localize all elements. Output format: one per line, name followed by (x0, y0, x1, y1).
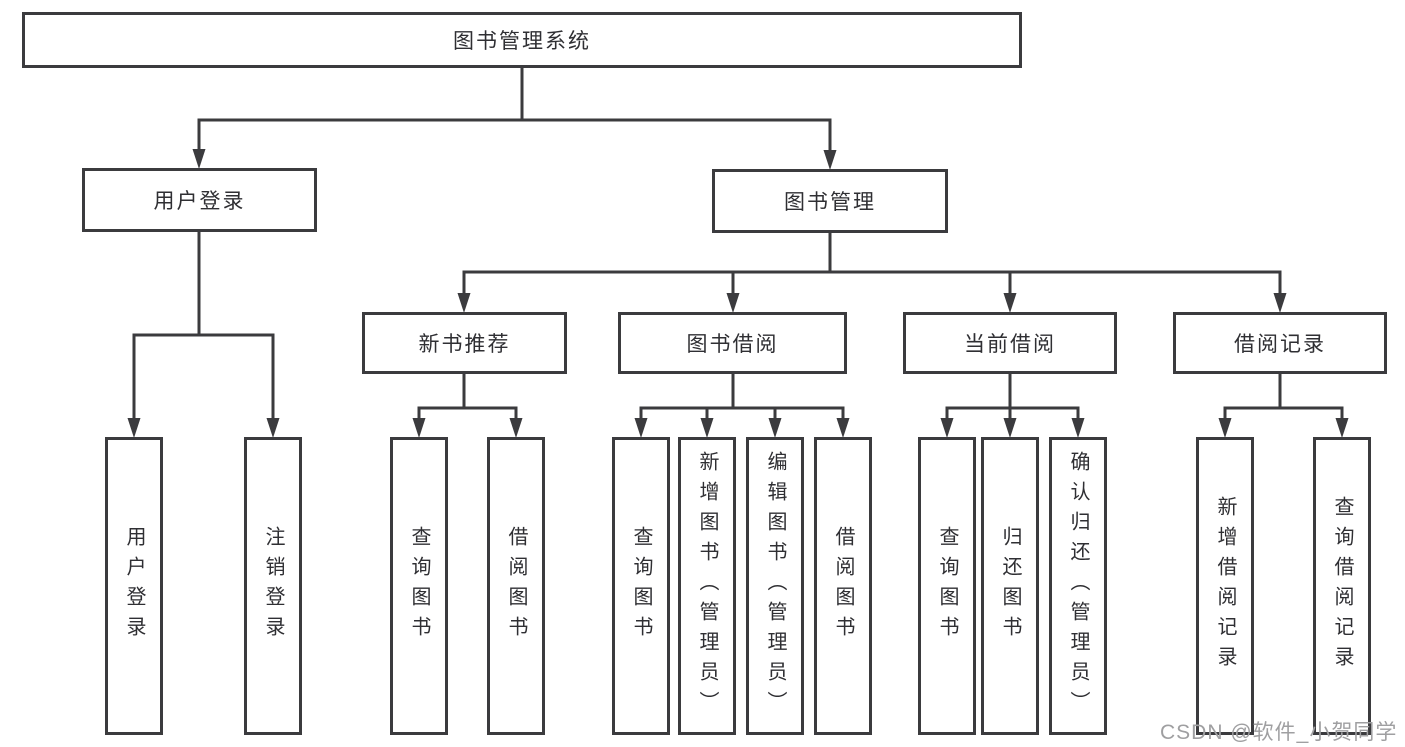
leaf-add-borrow-record-label: 新增借阅记录 (1214, 496, 1236, 676)
arrow-icon (266, 418, 280, 438)
leaf-confirm-return-admin: 确认归还（管理员） (1049, 437, 1107, 735)
leaf-return-books: 归还图书 (981, 437, 1039, 735)
node-new-book-recommend: 新书推荐 (362, 312, 567, 374)
arrow-icon (634, 418, 648, 438)
arrow-icon (1335, 418, 1349, 438)
leaf-borrow-books-label: 借阅图书 (832, 526, 854, 646)
leaf-edit-books-admin-label: 编辑图书（管理员） (764, 451, 786, 721)
arrow-icon (1273, 293, 1287, 313)
node-borrow-records: 借阅记录 (1173, 312, 1387, 374)
node-new-book-recommend-label: 新书推荐 (418, 333, 511, 356)
node-book-borrow: 图书借阅 (618, 312, 847, 374)
leaf-user-login: 用户登录 (105, 437, 163, 735)
arrow-icon (1003, 418, 1017, 438)
arrowhead-group (127, 149, 1349, 438)
leaf-add-books-admin: 新增图书（管理员） (678, 437, 736, 735)
arrow-icon (823, 150, 837, 170)
arrow-icon (1218, 418, 1232, 438)
leaf-recommend-borrow-books-label: 借阅图书 (505, 526, 527, 646)
connector-path (132, 68, 1344, 420)
leaf-logout-login: 注销登录 (244, 437, 302, 735)
node-book-management-label: 图书管理 (784, 191, 876, 214)
node-library-system: 图书管理系统 (22, 12, 1022, 68)
arrow-icon (700, 418, 714, 438)
arrow-icon (192, 149, 206, 169)
leaf-add-borrow-record: 新增借阅记录 (1196, 437, 1254, 735)
leaf-confirm-return-admin-label: 确认归还（管理员） (1067, 451, 1089, 721)
arrow-icon (457, 293, 471, 313)
node-user-login: 用户登录 (82, 168, 317, 232)
node-book-borrow-label: 图书借阅 (686, 333, 779, 356)
leaf-user-login-label: 用户登录 (123, 526, 145, 646)
arrow-icon (940, 418, 954, 438)
leaf-recommend-query-books: 查询图书 (390, 437, 448, 735)
arrow-icon (1071, 418, 1085, 438)
leaf-borrow-books: 借阅图书 (814, 437, 872, 735)
leaf-recommend-borrow-books: 借阅图书 (487, 437, 545, 735)
node-current-borrow: 当前借阅 (903, 312, 1117, 374)
leaf-logout-login-label: 注销登录 (262, 526, 284, 646)
leaf-query-borrow-record: 查询借阅记录 (1313, 437, 1371, 735)
leaf-current-query-books: 查询图书 (918, 437, 976, 735)
arrow-icon (836, 418, 850, 438)
leaf-query-borrow-record-label: 查询借阅记录 (1331, 496, 1353, 676)
node-user-login-label: 用户登录 (153, 190, 246, 213)
node-library-system-label: 图书管理系统 (453, 30, 591, 53)
node-borrow-records-label: 借阅记录 (1234, 333, 1326, 356)
leaf-add-books-admin-label: 新增图书（管理员） (696, 451, 718, 721)
arrow-icon (127, 418, 141, 438)
leaf-recommend-query-books-label: 查询图书 (408, 526, 430, 646)
arrow-icon (726, 293, 740, 313)
leaf-edit-books-admin: 编辑图书（管理员） (746, 437, 804, 735)
leaf-borrow-query-books-label: 查询图书 (630, 526, 652, 646)
node-current-borrow-label: 当前借阅 (964, 333, 1056, 356)
arrow-icon (412, 418, 426, 438)
csdn-watermark: CSDN @软件_小贺同学 (1160, 721, 1398, 744)
arrow-icon (768, 418, 782, 438)
node-book-management: 图书管理 (712, 169, 948, 233)
leaf-return-books-label: 归还图书 (999, 526, 1021, 646)
leaf-current-query-books-label: 查询图书 (936, 526, 958, 646)
arrow-icon (509, 418, 523, 438)
leaf-borrow-query-books: 查询图书 (612, 437, 670, 735)
arrow-icon (1003, 293, 1017, 313)
